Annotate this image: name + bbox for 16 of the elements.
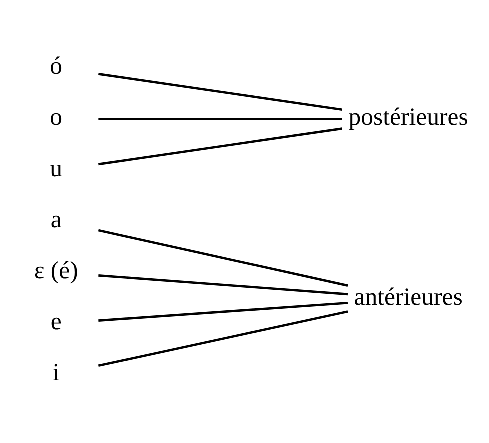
node-text: u (50, 155, 63, 182)
connector (98, 128, 342, 166)
node-text: i (52, 360, 60, 387)
node-text: antérieures (354, 284, 463, 311)
connector (98, 302, 348, 322)
connector (98, 229, 348, 287)
connector (98, 274, 348, 296)
connector (98, 73, 342, 111)
node-text: ε (é) (34, 257, 78, 284)
connector (98, 310, 348, 368)
node-text: o (50, 104, 63, 132)
node-text: postérieures (348, 104, 468, 132)
node-text: e (50, 308, 62, 336)
node-text: a (50, 206, 62, 234)
node-text: ó (50, 53, 63, 80)
connector (98, 118, 342, 120)
